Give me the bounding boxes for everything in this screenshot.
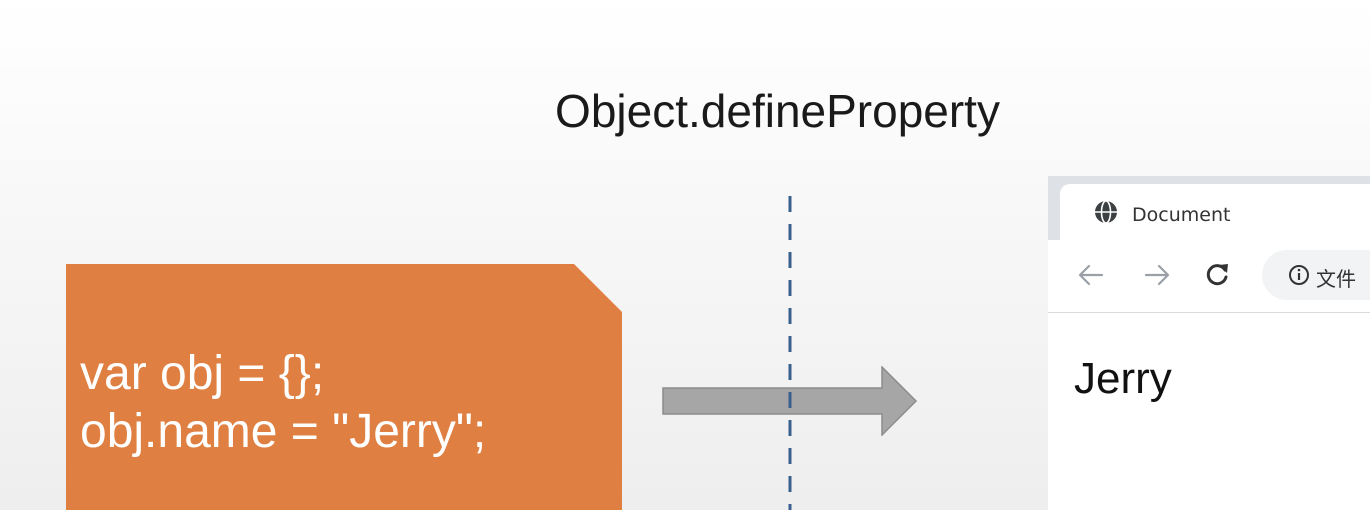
dashed-divider [788, 196, 792, 510]
address-text: 文件 [1316, 267, 1356, 291]
browser-tab[interactable]: Document [1060, 184, 1370, 240]
address-bar[interactable]: 文件 [1262, 250, 1370, 300]
arrow-left-icon[interactable] [1076, 260, 1106, 295]
browser-window: Document [1048, 176, 1370, 510]
slide-title: Object.defineProperty [555, 85, 1000, 137]
code-box: var obj = {}; obj.name = "Jerry"; [66, 264, 622, 510]
tab-strip: Document [1048, 176, 1370, 240]
code-line: obj.name = "Jerry"; [80, 405, 487, 458]
tab-title: Document [1132, 204, 1231, 226]
page-content-text: Jerry [1074, 354, 1172, 403]
code-line: var obj = {}; [80, 347, 325, 400]
browser-toolbar: 文件 [1048, 240, 1370, 313]
globe-icon [1094, 200, 1118, 229]
info-icon[interactable] [1288, 264, 1310, 291]
arrow-right-icon[interactable] [1142, 260, 1172, 295]
reload-icon[interactable] [1202, 260, 1232, 295]
